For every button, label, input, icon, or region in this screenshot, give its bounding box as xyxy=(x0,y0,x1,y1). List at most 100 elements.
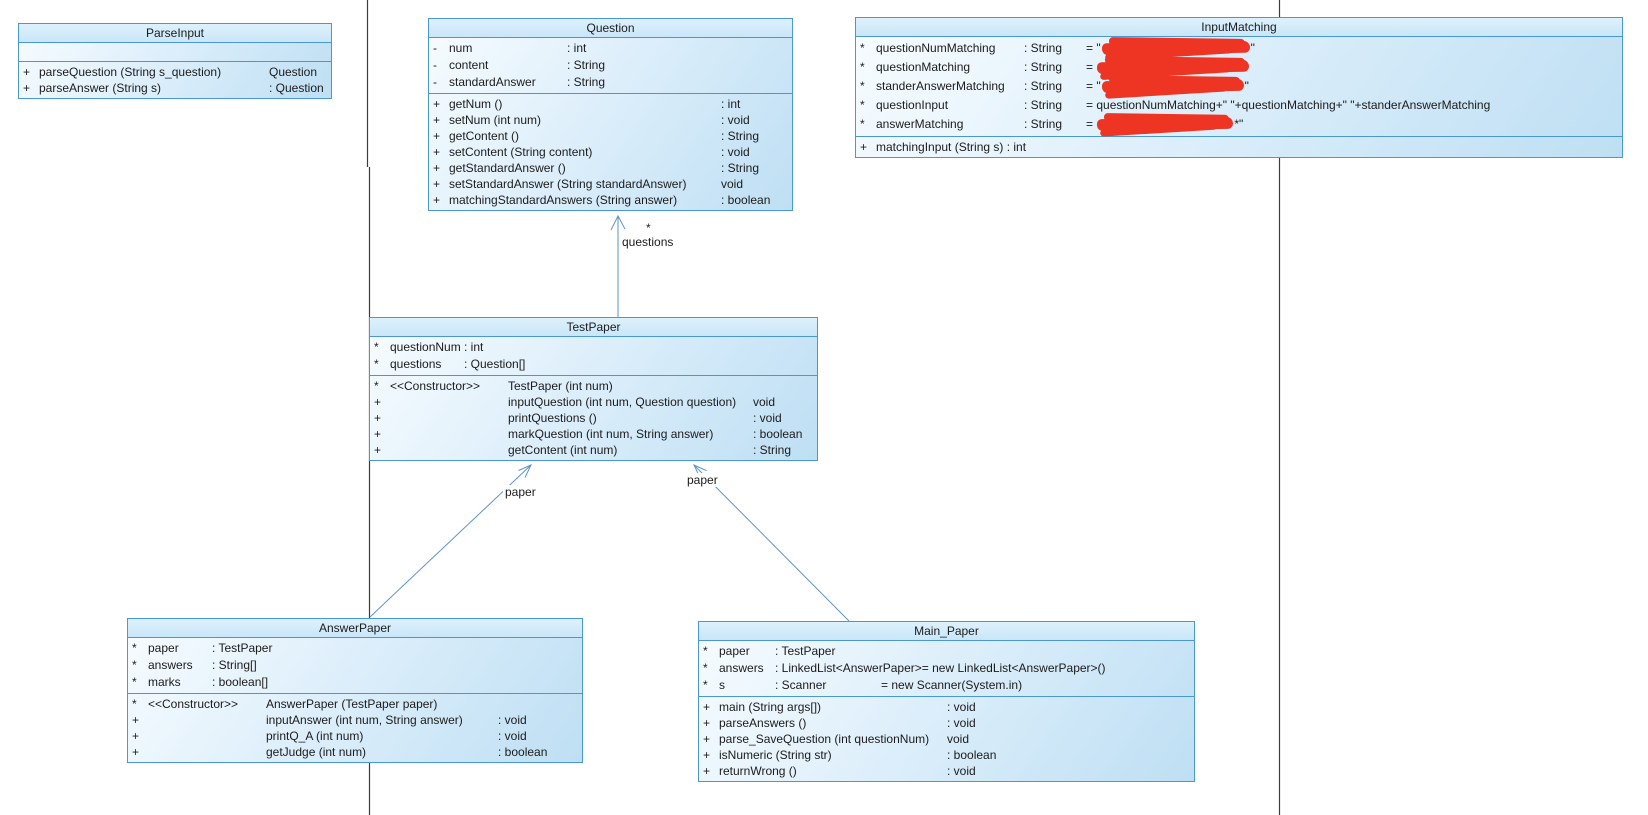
visibility-symbol: + xyxy=(703,732,711,746)
attribute-default-value: = new Scanner(System.in) xyxy=(881,678,1023,692)
attribute-row: *standerAnswerMatching: String= "" xyxy=(860,77,1618,96)
class-title: Main_Paper xyxy=(699,622,1194,640)
operation-row: +parseAnswers (): void xyxy=(703,715,1190,731)
role-label-questions: questions xyxy=(620,235,676,249)
attribute-type: : TestPaper xyxy=(212,641,273,655)
attribute-row: *marks: boolean[] xyxy=(132,674,578,691)
operation-signature: setStandardAnswer (String standardAnswer… xyxy=(449,177,687,191)
visibility-symbol: * xyxy=(860,41,865,55)
visibility-symbol: * xyxy=(374,379,379,393)
operation-row: +getJudge (int num): boolean xyxy=(132,744,578,760)
visibility-symbol: + xyxy=(374,411,382,425)
attribute-default-value: = *" xyxy=(1086,115,1243,134)
operation-row: + parseQuestion (String s_question) Questi… xyxy=(23,64,327,80)
visibility-symbol: + xyxy=(703,716,711,730)
operations-compartment: *<<Constructor>>AnswerPaper (TestPaper p… xyxy=(128,693,582,762)
operation-row: +getContent (): String xyxy=(433,128,788,144)
return-type: : boolean xyxy=(947,748,997,762)
attribute-name: s xyxy=(719,678,725,692)
attribute-row: * paper : TestPaper xyxy=(132,640,578,657)
attribute-row: *answers: LinkedList<AnswerPaper>= new L… xyxy=(703,660,1190,677)
operation-signature: inputQuestion (int num, Question questio… xyxy=(508,395,737,409)
attributes-compartment: -num: int-content: String-standardAnswer… xyxy=(429,37,792,93)
class-box-mainpaper[interactable]: Main_Paper *paper: TestPaper*answers: Li… xyxy=(698,621,1195,782)
attribute-row: *answerMatching: String= *" xyxy=(860,115,1618,134)
visibility-symbol: + xyxy=(23,65,31,79)
attribute-row: *questions: Question[] xyxy=(374,356,813,373)
visibility-symbol: + xyxy=(703,748,711,762)
operation-signature: printQ_A (int num) xyxy=(266,729,364,743)
visibility-symbol: - xyxy=(433,41,437,55)
visibility-symbol: + xyxy=(23,81,31,95)
attribute-row: -num: int xyxy=(433,40,788,57)
operation-signature: getJudge (int num) xyxy=(266,745,367,759)
attribute-row: *questionInput: String= questionNumMatch… xyxy=(860,96,1618,115)
operation-signature: inputAnswer (int num, String answer) xyxy=(266,713,463,727)
attributes-compartment xyxy=(19,42,331,61)
attribute-type: : String xyxy=(1024,79,1063,93)
return-type: : void xyxy=(947,716,976,730)
return-type: : void xyxy=(947,700,976,714)
redaction-scribble-icon xyxy=(1101,40,1250,56)
attributes-compartment: *questionNum: int*questions: Question[] xyxy=(370,336,817,375)
attribute-name: questionInput xyxy=(876,98,949,112)
redaction-scribble-icon xyxy=(1097,59,1250,75)
return-type: : void xyxy=(721,113,750,127)
visibility-symbol: * xyxy=(132,697,137,711)
operation-signature: parseAnswer (String s) xyxy=(39,81,162,95)
multiplicity-label: * xyxy=(644,221,653,235)
attribute-name: marks xyxy=(148,675,181,689)
visibility-symbol: * xyxy=(860,60,865,74)
attributes-compartment: *questionNumMatching: String= ""*questio… xyxy=(856,36,1622,136)
return-type: : void xyxy=(498,729,527,743)
value-text: = " xyxy=(1086,41,1101,55)
operation-row: +printQ_A (int num): void xyxy=(132,728,578,744)
association-testpaper-question xyxy=(610,214,626,317)
operation-row: +matchingStandardAnswers (String answer)… xyxy=(433,192,788,208)
attribute-type: : boolean[] xyxy=(212,675,269,689)
attribute-name: questionNumMatching xyxy=(876,41,996,55)
class-title: AnswerPaper xyxy=(128,619,582,637)
return-type: : boolean xyxy=(498,745,548,759)
class-box-inputmatching[interactable]: InputMatching *questionNumMatching: Stri… xyxy=(855,17,1623,158)
class-box-parseinput[interactable]: ParseInput +parseQuestion (String s_ques… xyxy=(18,23,332,99)
class-box-testpaper[interactable]: TestPaper *questionNum: int*questions: Q… xyxy=(369,317,818,461)
attribute-name: paper xyxy=(148,641,179,655)
operation-row: + isNumeric (String str) : boolean xyxy=(703,747,1190,763)
attribute-row: *questionMatching: String= xyxy=(860,58,1618,77)
operation-row: +parseAnswer (String s): Question xyxy=(23,80,327,96)
association-mainpaper-testpaper xyxy=(692,463,850,622)
operation-signature: AnswerPaper (TestPaper paper) xyxy=(266,697,438,711)
return-type: : void xyxy=(753,411,782,425)
role-label-paper-right: paper xyxy=(685,473,720,487)
attribute-name: questions xyxy=(390,357,442,371)
operation-signature: parseQuestion (String s_question) xyxy=(39,65,222,79)
return-type: void xyxy=(753,395,776,409)
operation-signature: isNumeric (String str) xyxy=(719,748,832,762)
value-text: = " xyxy=(1086,79,1101,93)
attribute-default-value: = xyxy=(1086,58,1250,77)
attribute-row: *s: Scanner= new Scanner(System.in) xyxy=(703,677,1190,694)
return-type: Question xyxy=(269,65,318,79)
visibility-symbol: * xyxy=(132,641,137,655)
operation-signature: matchingInput (String s) : int xyxy=(876,140,1027,154)
visibility-symbol: + xyxy=(433,193,441,207)
value-text: " xyxy=(1244,79,1249,93)
class-box-answerpaper[interactable]: AnswerPaper *paper: TestPaper*answers: S… xyxy=(127,618,583,763)
attribute-name: content xyxy=(449,58,489,72)
class-box-question[interactable]: Question -num: int-content: String-stand… xyxy=(428,18,793,211)
attribute-name: standardAnswer xyxy=(449,75,536,89)
attribute-default-value: = " " xyxy=(1086,39,1255,58)
attribute-name: answers xyxy=(148,658,193,672)
attribute-type: : String xyxy=(1024,117,1063,131)
visibility-symbol: + xyxy=(703,764,711,778)
attribute-type: : int xyxy=(464,340,484,354)
attribute-type: : String xyxy=(1024,60,1063,74)
value-text: " xyxy=(1250,41,1255,55)
visibility-symbol: * xyxy=(703,678,708,692)
stereotype-label: <<Constructor>> xyxy=(390,379,481,393)
operation-signature: parse_SaveQuestion (int questionNum) xyxy=(719,732,930,746)
operation-row: +getStandardAnswer (): String xyxy=(433,160,788,176)
operation-row: *<<Constructor>>TestPaper (int num) xyxy=(374,378,813,394)
